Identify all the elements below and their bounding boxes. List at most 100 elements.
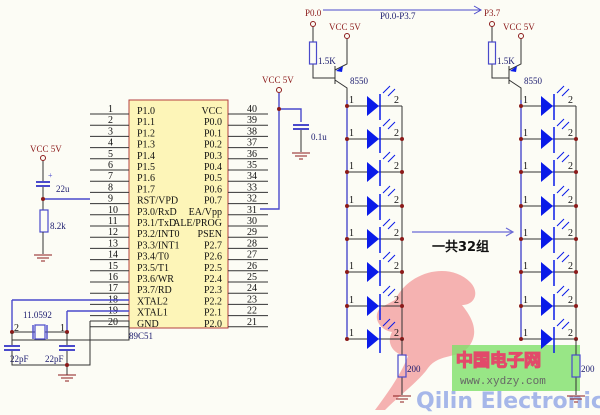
pin-number: 14 <box>108 250 118 261</box>
pin-label: P2.6 <box>204 252 222 263</box>
led-pin-1: 1 <box>523 295 528 306</box>
pin-label: VCC <box>201 106 222 117</box>
led-pin-1: 1 <box>349 161 354 172</box>
pin-label: GND <box>137 319 159 330</box>
pin-number: 7 <box>108 171 113 182</box>
pin-number: 9 <box>108 194 113 205</box>
pin-label: ALE/PROG <box>173 218 222 229</box>
pin-number: 15 <box>108 261 118 272</box>
pin-label: EA/Vpp <box>189 207 222 218</box>
led-pin-2: 2 <box>394 261 399 272</box>
reset-cap-value: 22u <box>56 184 70 194</box>
crystal-cap-left: 22pF <box>10 354 29 364</box>
pin-label: P0.2 <box>204 140 222 151</box>
pin-number: 29 <box>247 227 257 238</box>
load-resistor-value: 200 <box>581 364 595 374</box>
crystal-circuit: 11.0592 2 1 22pF 22pF <box>4 299 130 382</box>
pin-number: 33 <box>247 182 257 193</box>
led-pin-1: 1 <box>349 328 354 339</box>
led-icon <box>541 262 553 282</box>
pin-label: P0.1 <box>204 128 222 139</box>
pin-label: P1.3 <box>137 140 155 151</box>
led-pin-2: 2 <box>568 161 573 172</box>
pin-label: P3.6/WR <box>137 274 174 285</box>
led-pin-2: 2 <box>394 95 399 106</box>
vcc-label-mcu: VCC 5V <box>262 75 294 85</box>
pin-number: 26 <box>247 261 257 272</box>
led-pin-1: 1 <box>523 328 528 339</box>
pin-number: 27 <box>247 250 257 261</box>
pin-label: P1.4 <box>137 151 155 162</box>
pin-number: 12 <box>108 227 118 238</box>
led-pin-1: 1 <box>523 195 528 206</box>
pin-label: P3.4/T0 <box>137 252 169 263</box>
led-pin-2: 2 <box>568 328 573 339</box>
group-note: 一共32组 <box>412 227 515 255</box>
led-pin-2: 2 <box>568 295 573 306</box>
pin-number: 32 <box>247 194 257 205</box>
led-pin-2: 2 <box>568 261 573 272</box>
crystal-pin-left: 2 <box>14 323 19 334</box>
led-pin-2: 2 <box>394 328 399 339</box>
pin-label: P0.7 <box>204 196 222 207</box>
vcc-decoupling: VCC 5V 0.1u <box>260 75 327 210</box>
bus-arrow: P0.0-P3.7 <box>323 5 483 21</box>
led-pin-1: 1 <box>349 261 354 272</box>
pin-number: 3 <box>108 126 113 137</box>
pin-label: P3.2/INT0 <box>137 229 180 240</box>
pin-number: 28 <box>247 238 257 249</box>
pin-label: P2.4 <box>204 274 222 285</box>
led-pin-1: 1 <box>349 228 354 239</box>
led-pin-2: 2 <box>394 128 399 139</box>
led-icon <box>541 196 553 216</box>
transistor-label: 8550 <box>524 76 543 86</box>
reset-res-value: 8.2k <box>50 221 66 231</box>
pin-number: 1 <box>108 104 113 115</box>
pin-label: P2.3 <box>204 285 222 296</box>
led-icon <box>541 96 553 116</box>
pin-number: 34 <box>247 171 257 182</box>
right-pins: 40VCC39P0.038P0.137P0.236P0.335P0.434P0.… <box>173 104 268 330</box>
pin-number: 8 <box>108 182 113 193</box>
pin-number: 6 <box>108 160 113 171</box>
led-pin-2: 2 <box>394 161 399 172</box>
pin-label: RST/VPD <box>137 196 178 207</box>
mcu-name: 89C51 <box>129 331 153 341</box>
pin-number: 2 <box>108 115 113 126</box>
led-icon <box>541 229 553 249</box>
pin-label: P2.1 <box>204 308 222 319</box>
led-icon <box>367 96 379 116</box>
pin-number: 4 <box>108 138 113 149</box>
pnp-arrow <box>510 66 517 72</box>
led-icon <box>541 162 553 182</box>
led-pin-2: 2 <box>394 295 399 306</box>
led-icon <box>367 129 379 149</box>
pin-label: XTAL2 <box>137 296 168 307</box>
pin-label: P2.0 <box>204 319 222 330</box>
vcc-label: VCC 5V <box>329 22 361 32</box>
pin-number: 5 <box>108 149 113 160</box>
pnp-arrow <box>336 66 343 72</box>
led-icon <box>367 229 379 249</box>
led-pin-1: 1 <box>523 261 528 272</box>
pin-number: 30 <box>247 216 257 227</box>
led-pin-2: 2 <box>394 228 399 239</box>
led-icon <box>541 296 553 316</box>
pin-number: 39 <box>247 115 257 126</box>
pin-label: P1.5 <box>137 162 155 173</box>
pin-label: P3.1/TxD <box>137 218 176 229</box>
led-pin-1: 1 <box>349 195 354 206</box>
